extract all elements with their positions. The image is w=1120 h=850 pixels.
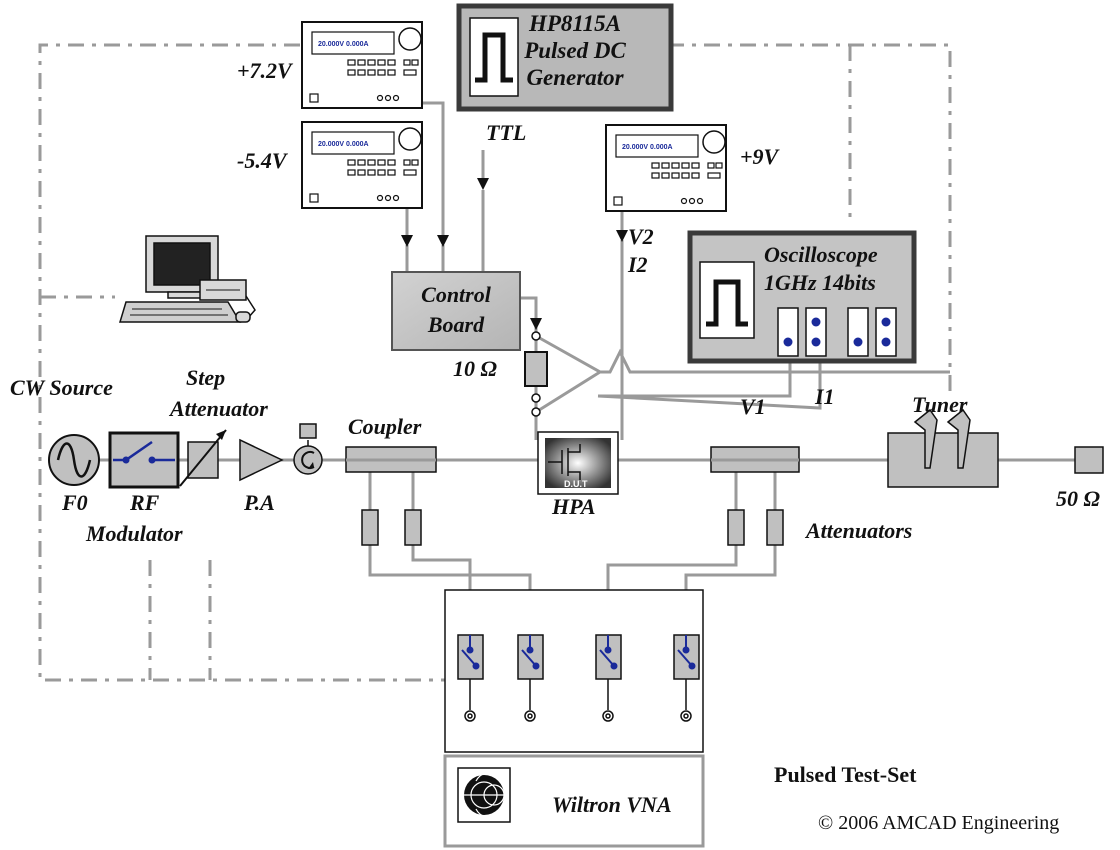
power-amplifier-icon: [239, 438, 284, 482]
attenuators-label: Attenuators: [806, 518, 913, 543]
fifty-ohm-label: 50 Ω: [1056, 486, 1100, 511]
output-coupler: [710, 446, 800, 473]
cw-source-label: CW Source: [10, 375, 113, 400]
voltage-neg5v4-label: -5.4V: [237, 148, 287, 173]
oscilloscope-title: Oscilloscope: [764, 242, 878, 267]
input-coupler: [345, 446, 437, 473]
tuner-icon: [887, 408, 999, 488]
step-label: Step: [186, 365, 226, 390]
junction-dots: [531, 331, 541, 417]
arrowheads: [401, 178, 628, 330]
pulsed-test-set: [444, 589, 704, 753]
control-line2: Board: [427, 312, 485, 337]
wiltron-vna-label: Wiltron VNA: [552, 792, 672, 817]
v1-label: V1: [740, 394, 766, 419]
rf-modulator-icon: [108, 431, 180, 489]
wiring: [100, 101, 1090, 635]
hpa-dut: [537, 431, 619, 495]
tuner-label: Tuner: [912, 392, 968, 417]
f0-label: F0: [62, 490, 88, 515]
ps-5v4-display: 20.000V 0.000A: [318, 141, 369, 148]
control-board: [391, 271, 521, 351]
attenuator-label: Attenuator: [170, 396, 268, 421]
ten-ohm-resistor: [524, 351, 548, 387]
hp8115a-label: HP8115A Pulsed DC Generator: [490, 12, 660, 89]
hp-line3: Generator: [526, 65, 624, 90]
hp-line2: Pulsed DC: [524, 38, 626, 63]
hpa-label: HPA: [552, 494, 596, 519]
attenuator-pads: [361, 509, 784, 546]
pa-label: P.A: [244, 490, 275, 515]
power-supply-5v4: [301, 121, 423, 209]
voltage-7v2-label: +7.2V: [237, 58, 292, 83]
oscilloscope: [687, 230, 917, 364]
pulsed-test-set-label: Pulsed Test-Set: [774, 762, 917, 787]
i2-label: I2: [628, 252, 648, 277]
oscilloscope-subtitle: 1GHz 14bits: [764, 270, 876, 295]
control-bus-lines: [38, 43, 952, 682]
ps-7v2-display: 20.000V 0.000A: [318, 41, 369, 48]
computer-icon: [118, 235, 256, 323]
v2-label: V2: [628, 224, 654, 249]
coupler-label: Coupler: [348, 414, 422, 439]
control-line1: Control: [421, 282, 491, 307]
cw-source-icon: [48, 434, 100, 486]
ttl-label: TTL: [486, 120, 527, 145]
fifty-ohm-load: [1074, 446, 1104, 474]
power-supply-7v2: [301, 21, 423, 109]
dut-label: D.U.T: [564, 479, 588, 489]
hp8115a-generator: [456, 3, 674, 112]
wiltron-vna: [443, 754, 705, 848]
rf-label: RF: [130, 490, 160, 515]
voltage-9v-label: +9V: [740, 144, 779, 169]
ps-9v-display: 20.000V 0.000A: [622, 144, 673, 151]
hp-line1: HP8115A: [528, 11, 621, 36]
copyright-label: © 2006 AMCAD Engineering: [818, 812, 1060, 834]
i1-label: I1: [815, 384, 835, 409]
modulator-label: Modulator: [86, 521, 183, 546]
control-board-label: Control Board: [392, 284, 520, 336]
circulator-icon: [293, 423, 323, 475]
ten-ohm-label: 10 Ω: [453, 356, 497, 381]
power-supply-9v: [605, 124, 727, 212]
step-attenuator-icon: [179, 429, 227, 487]
